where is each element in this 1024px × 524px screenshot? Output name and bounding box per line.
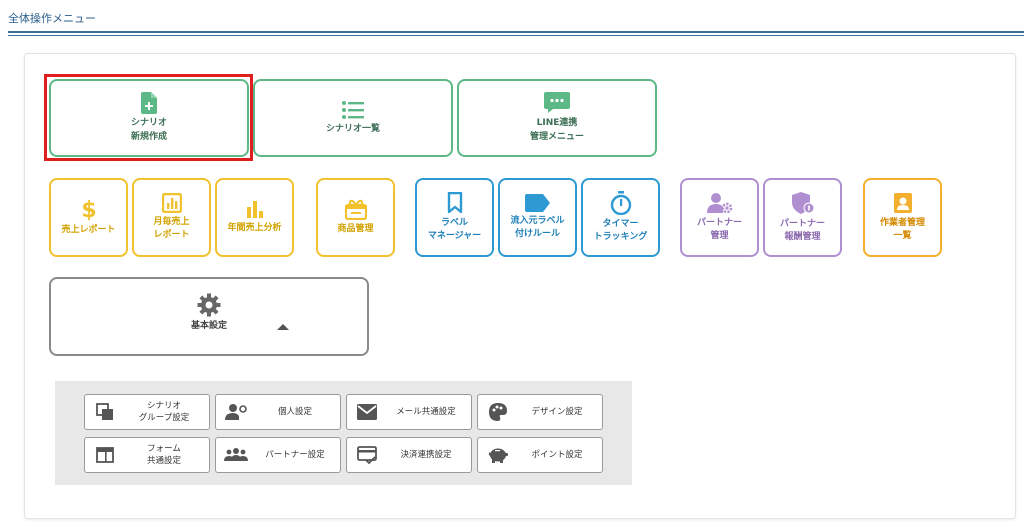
card-check-icon bbox=[347, 446, 387, 464]
button-label: フォーム 共通設定 bbox=[146, 443, 181, 466]
tile-label: シナリオ一覧 bbox=[325, 123, 380, 134]
label-manager-tile[interactable]: ラベル マネージャー bbox=[415, 178, 494, 257]
tile-label: 月毎売上 レポート bbox=[153, 216, 190, 240]
button-label: メール共通設定 bbox=[396, 406, 456, 417]
copy-icon bbox=[85, 403, 125, 421]
partner-management-tile[interactable]: パートナー 管理 bbox=[680, 178, 759, 257]
scenario-new-tile[interactable]: シナリオ 新規作成 bbox=[49, 79, 249, 157]
header-divider bbox=[8, 31, 1024, 33]
page-title: 全体操作メニュー bbox=[8, 12, 96, 25]
inflow-label-rule-tile[interactable]: 流入元ラベル 付けルール bbox=[498, 178, 577, 257]
users-icon bbox=[216, 448, 256, 462]
annual-analysis-tile[interactable]: 年間売上分析 bbox=[215, 178, 294, 257]
add-file-icon bbox=[141, 92, 157, 115]
button-label: 個人設定 bbox=[277, 406, 312, 417]
header-divider-thin bbox=[8, 35, 1024, 36]
user-gear-icon bbox=[706, 192, 732, 214]
scenario-list-tile[interactable]: シナリオ一覧 bbox=[253, 79, 453, 157]
shield-coin-icon bbox=[791, 191, 814, 214]
tile-label: ラベル マネージャー bbox=[427, 217, 482, 241]
list-icon bbox=[342, 100, 364, 119]
form-settings-button[interactable]: フォーム 共通設定 bbox=[84, 437, 210, 473]
mail-settings-button[interactable]: メール共通設定 bbox=[346, 394, 472, 430]
tile-label: タイマー トラッキング bbox=[593, 218, 648, 242]
window-icon bbox=[85, 447, 125, 463]
chevron-up-icon bbox=[277, 324, 289, 330]
chat-icon bbox=[544, 92, 570, 114]
product-management-tile[interactable]: 商品管理 bbox=[316, 178, 395, 257]
scenario-group-settings-button[interactable]: シナリオ グループ設定 bbox=[84, 394, 210, 430]
button-label: パートナー設定 bbox=[265, 449, 325, 460]
tile-label: 作業者管理 一覧 bbox=[879, 217, 925, 241]
tile-label: 商品管理 bbox=[337, 224, 374, 235]
gear-icon bbox=[197, 293, 221, 317]
piggy-bank-icon bbox=[478, 446, 518, 464]
dollar-icon: $ bbox=[81, 198, 96, 221]
tag-icon bbox=[524, 193, 550, 212]
tile-label: LINE連携 管理メニュー bbox=[529, 118, 584, 142]
tile-label: パートナー 管理 bbox=[696, 217, 742, 241]
mail-icon bbox=[347, 404, 387, 420]
palette-icon bbox=[478, 403, 518, 421]
worker-management-tile[interactable]: 作業者管理 一覧 bbox=[863, 178, 942, 257]
button-label: デザイン設定 bbox=[531, 406, 583, 417]
stopwatch-icon bbox=[610, 190, 631, 215]
id-card-icon bbox=[893, 192, 912, 213]
timer-tracking-tile[interactable]: タイマー トラッキング bbox=[581, 178, 660, 257]
partner-settings-button[interactable]: パートナー設定 bbox=[215, 437, 341, 473]
design-settings-button[interactable]: デザイン設定 bbox=[477, 394, 603, 430]
gift-icon bbox=[344, 200, 367, 221]
tile-label: 売上レポート bbox=[61, 225, 116, 236]
partner-reward-tile[interactable]: パートナー 報酬管理 bbox=[763, 178, 842, 257]
button-label: シナリオ グループ設定 bbox=[138, 400, 190, 423]
bar-chart-icon bbox=[246, 201, 263, 219]
payment-settings-button[interactable]: 決済連携設定 bbox=[346, 437, 472, 473]
bookmark-icon bbox=[447, 191, 462, 214]
tile-label: 年間売上分析 bbox=[227, 223, 282, 234]
user-gear-icon bbox=[216, 403, 256, 421]
button-label: ポイント設定 bbox=[531, 449, 583, 460]
line-menu-tile[interactable]: LINE連携 管理メニュー bbox=[457, 79, 657, 157]
tile-label: パートナー 報酬管理 bbox=[779, 218, 825, 242]
tile-label: 基本設定 bbox=[190, 321, 227, 332]
sales-report-tile[interactable]: $ 売上レポート bbox=[49, 178, 128, 257]
tile-label: 流入元ラベル 付けルール bbox=[510, 215, 565, 239]
svg-text:$: $ bbox=[81, 198, 96, 221]
tile-label: シナリオ 新規作成 bbox=[130, 118, 167, 142]
button-label: 決済連携設定 bbox=[400, 449, 452, 460]
monthly-report-tile[interactable]: 月毎売上 レポート bbox=[132, 178, 211, 257]
basic-settings-tile[interactable]: 基本設定 bbox=[49, 277, 369, 356]
personal-settings-button[interactable]: 個人設定 bbox=[215, 394, 341, 430]
chart-box-icon bbox=[161, 192, 182, 213]
point-settings-button[interactable]: ポイント設定 bbox=[477, 437, 603, 473]
